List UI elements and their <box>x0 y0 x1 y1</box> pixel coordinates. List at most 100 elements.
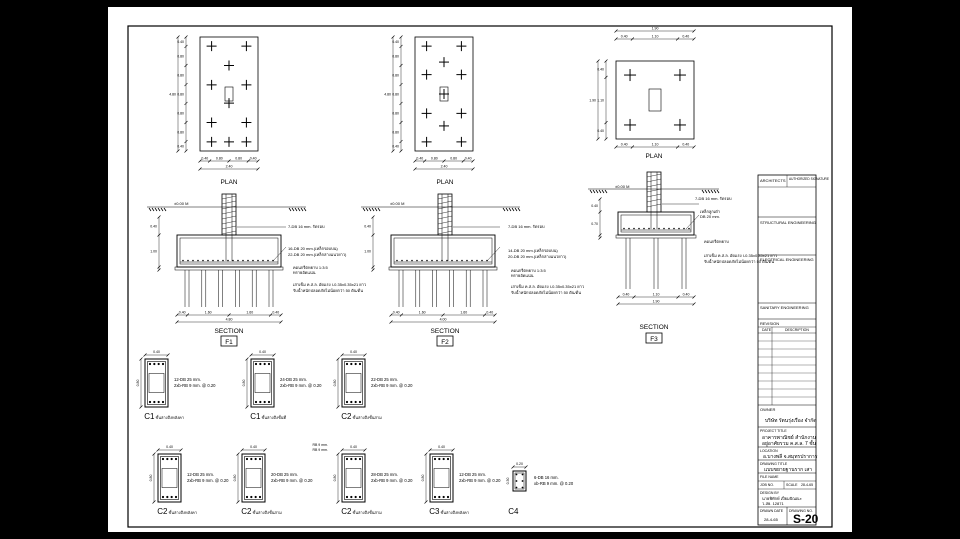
dim-tick <box>596 59 600 63</box>
dim-tick <box>614 37 618 41</box>
rebar-dot <box>433 457 437 461</box>
cap-bar-dot <box>668 227 670 230</box>
f2-level: ±0.00 M <box>390 201 404 206</box>
f1-note-top: 7-DB 16 mm. รัดรอบ <box>288 224 325 229</box>
f2-note-lean2: ทรายอัดแน่น <box>511 273 534 278</box>
f2-note-top: 7-DB 16 mm. รัดรอบ <box>508 224 545 229</box>
plan-dim-v: 0.80 <box>392 111 399 115</box>
col-dim-w: 0.40 <box>259 350 266 354</box>
dim-tick <box>616 295 620 299</box>
dim-tick <box>399 313 404 317</box>
rebar-dot <box>358 457 362 461</box>
cap-rebar <box>393 237 493 265</box>
dim-tick <box>371 268 375 272</box>
ground-hatch <box>508 207 512 212</box>
plan-total-h: 2.40 <box>226 165 233 169</box>
f3-level: ±0.00 M <box>615 184 629 189</box>
column-tie <box>437 210 453 215</box>
rebar-dot <box>153 400 156 404</box>
plan-dim-v: 0.80 <box>392 92 399 96</box>
f2-tag: F2 <box>441 339 449 346</box>
plan-total-v: 1.90 <box>589 98 596 102</box>
cap-bar-dot <box>648 227 650 230</box>
f3-tag-box <box>645 332 663 344</box>
cap-rebar <box>620 214 692 233</box>
dim-tick <box>184 139 188 144</box>
cap-bar-dot <box>446 259 448 262</box>
dim-tick <box>389 313 393 317</box>
dim-tick <box>227 159 231 163</box>
column-tie <box>344 456 363 500</box>
col-tag: ชั้นล่างถึงหลังคา <box>441 508 469 515</box>
cap-bar-dot <box>262 259 264 262</box>
cap-bar-dot <box>257 259 259 262</box>
column-outline <box>241 453 266 503</box>
dim-tick <box>692 145 696 149</box>
tb-designer2: ว-สย. 12871 <box>762 501 784 506</box>
column-tie <box>646 183 662 188</box>
col-bars: 24-DB 25 mm. <box>280 377 307 382</box>
footing-outline <box>615 60 695 140</box>
dim-tick <box>184 44 188 49</box>
plan-dim-v: 0.80 <box>177 111 184 115</box>
dim-tick <box>176 149 180 153</box>
sec-dim-bottom: 0.40 <box>486 311 493 315</box>
dim-tick <box>371 233 375 237</box>
rebar-dot <box>259 400 262 404</box>
lean-concrete <box>615 234 697 239</box>
rebar-dot <box>258 495 262 499</box>
dim-tick <box>630 145 635 149</box>
dim-tick <box>179 448 183 452</box>
dim-tick <box>363 448 367 452</box>
column-tie <box>437 220 453 225</box>
rebar-dot <box>254 400 258 404</box>
rebar-dot <box>350 362 353 366</box>
lean-concrete <box>174 266 284 271</box>
cap-bar-dot <box>451 259 453 262</box>
tb-rev-date: DATE <box>762 328 772 332</box>
dim-tick <box>157 215 161 219</box>
dim-tick <box>184 120 188 125</box>
ground-hatch <box>300 207 304 212</box>
dim-tick <box>399 44 403 49</box>
column-tie <box>221 195 237 200</box>
column-outline <box>429 453 454 503</box>
rebar-dot <box>258 457 262 461</box>
dim-tick <box>184 63 188 68</box>
col-tag: ชั้นล่างถึงหลังคา <box>169 508 197 515</box>
dim-tick <box>279 313 283 317</box>
dim-tick <box>692 302 696 306</box>
dim-tick <box>413 167 417 171</box>
column-tie <box>646 193 662 198</box>
cap-bar-dot <box>252 259 254 262</box>
dim-tick <box>272 353 276 357</box>
dim-tick <box>692 295 696 299</box>
footing-outline <box>414 36 474 152</box>
tb-project-label: PROJECT TITLE <box>760 429 787 433</box>
dim-tick <box>336 405 340 409</box>
dim-tick <box>614 145 618 149</box>
column-outline <box>341 453 366 503</box>
sec-dim-bottom: 0.40 <box>683 293 690 297</box>
dim-tick <box>424 452 428 456</box>
col-dim-w: 0.20 <box>516 462 523 466</box>
plan-dim-h: 0.40 <box>465 157 472 161</box>
plan-dim-h: 0.40 <box>201 157 208 161</box>
ground-hatch <box>511 207 515 212</box>
tb-date-value: 28-4-65 <box>801 483 813 487</box>
rebar-dot <box>358 495 362 499</box>
column-tie <box>437 215 453 220</box>
col-tag: ชั้นล่างถึงชั้นสาม <box>253 508 283 515</box>
plan-dim-v: 0.80 <box>177 130 184 134</box>
col-tag: ชั้นล่างถึงหลังคา <box>156 413 184 420</box>
rebar-dot <box>267 400 271 404</box>
plan-dim-v: 1.10 <box>597 98 604 102</box>
tb-project2: อยู่อาศัยรวม ค.ส.ล. 7 ชั้น <box>762 438 817 447</box>
column-tie <box>160 456 179 500</box>
col-tag: ชั้นล่างถึงชั้นสาม <box>353 508 383 515</box>
rebar-dot <box>345 400 349 404</box>
rebar-dot <box>438 457 441 461</box>
dim-tick <box>157 233 161 237</box>
sec-dim-total: 4.80 <box>226 318 233 322</box>
